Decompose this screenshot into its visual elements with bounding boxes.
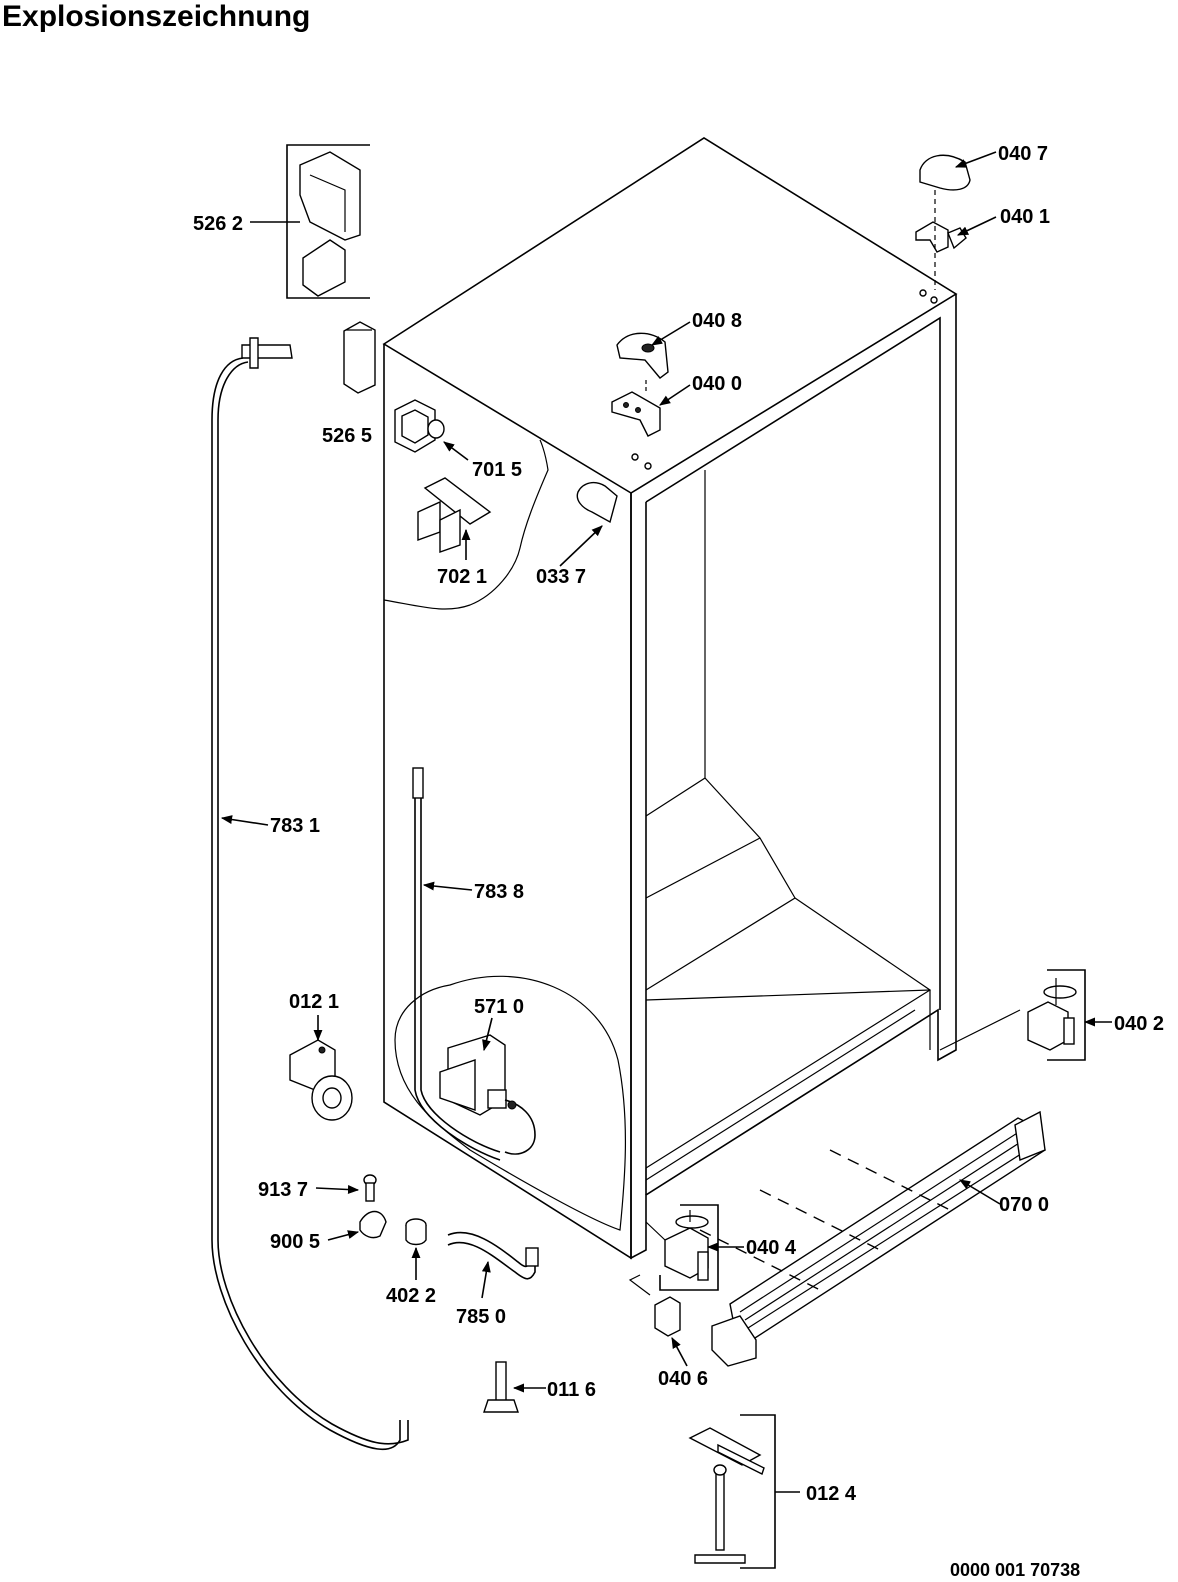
part-label: 701 5 xyxy=(472,459,522,481)
part-040-0 xyxy=(611,380,691,437)
part-900-5 xyxy=(327,1210,387,1241)
part-702-1 xyxy=(417,477,492,560)
part-033-7 xyxy=(559,481,618,567)
part-783-1 xyxy=(211,337,409,1451)
part-label: 526 5 xyxy=(322,425,372,447)
part-571-0 xyxy=(439,1017,536,1155)
part-011-6 xyxy=(483,1361,546,1413)
part-label: 040 6 xyxy=(658,1368,708,1390)
part-label: 040 7 xyxy=(998,143,1048,165)
cabinet-body xyxy=(382,137,958,1260)
part-label: 040 0 xyxy=(692,373,742,395)
part-label: 040 4 xyxy=(746,1237,797,1259)
part-label: 783 8 xyxy=(474,881,524,903)
part-label: 070 0 xyxy=(999,1194,1049,1216)
part-040-2 xyxy=(939,969,1112,1061)
part-label: 785 0 xyxy=(456,1306,506,1328)
part-040-8 xyxy=(616,321,691,379)
part-040-1 xyxy=(915,190,997,290)
part-label: 012 4 xyxy=(806,1483,857,1505)
part-label: 702 1 xyxy=(437,566,487,588)
part-label: 900 5 xyxy=(270,1231,320,1253)
part-label: 011 6 xyxy=(547,1379,596,1401)
part-526-5 xyxy=(343,321,376,394)
part-040-4 xyxy=(645,1204,744,1291)
part-012-1 xyxy=(289,1015,353,1121)
part-040-7 xyxy=(919,151,997,191)
part-label: 571 0 xyxy=(474,996,524,1018)
part-label: 033 7 xyxy=(536,566,586,588)
part-labels: 526 2 526 5 701 5 702 1 033 7 040 8 040 … xyxy=(193,143,1164,1580)
part-913-7 xyxy=(315,1174,377,1202)
part-label: 012 1 xyxy=(289,991,339,1013)
part-label: 040 1 xyxy=(1000,206,1050,228)
part-040-6 xyxy=(628,1274,688,1367)
part-label: 526 2 xyxy=(193,213,243,235)
part-label: 913 7 xyxy=(258,1179,308,1201)
page-title: Explosionszeichnung xyxy=(2,0,311,33)
part-783-8 xyxy=(412,767,501,1161)
part-label: 040 2 xyxy=(1114,1013,1164,1035)
part-label: 402 2 xyxy=(386,1285,436,1307)
part-label: 040 8 xyxy=(692,310,742,332)
document-number: 0000 001 70738 xyxy=(950,1560,1080,1580)
part-label: 783 1 xyxy=(270,815,320,837)
part-402-2 xyxy=(405,1218,427,1280)
part-785-0 xyxy=(447,1231,539,1299)
part-701-5 xyxy=(394,399,469,461)
part-070-0 xyxy=(699,1110,1046,1367)
part-526-2-group xyxy=(250,144,370,299)
part-012-4-group xyxy=(688,1414,800,1569)
